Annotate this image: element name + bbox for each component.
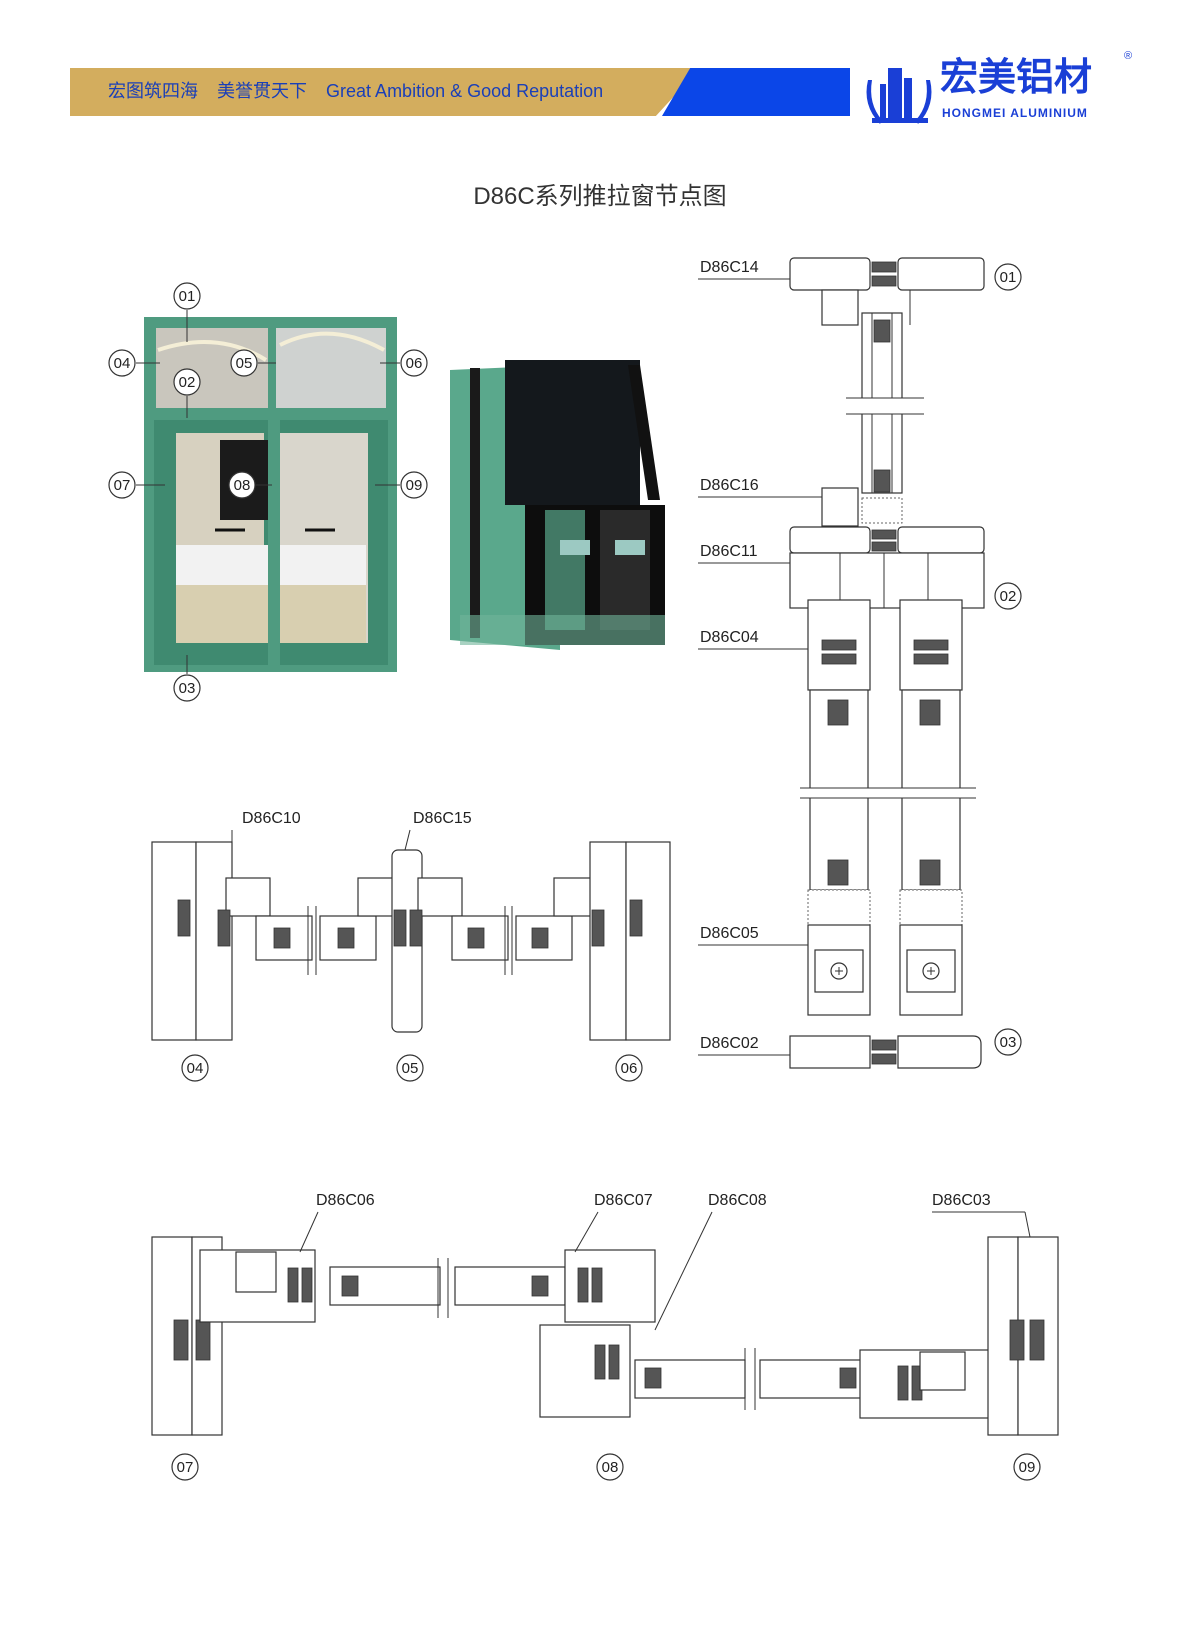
brand-name-cn: 宏美铝材 xyxy=(940,57,1093,99)
window-callout-05: 05 xyxy=(230,349,258,377)
window-callout-01: 01 xyxy=(173,282,201,310)
svg-text:08: 08 xyxy=(234,477,251,494)
window-callout-08: 08 xyxy=(228,471,256,499)
svg-text:01: 01 xyxy=(179,288,196,305)
svg-text:07: 07 xyxy=(114,477,131,494)
sash-callout-09: 09 xyxy=(1013,1453,1041,1481)
label-d86c05: D86C05 xyxy=(700,925,759,942)
registered-mark: ® xyxy=(1124,50,1133,62)
svg-text:08: 08 xyxy=(602,1459,619,1476)
svg-text:03: 03 xyxy=(1000,1034,1017,1051)
window-callout-04: 04 xyxy=(108,349,136,377)
svg-text:06: 06 xyxy=(406,355,423,372)
profile-3d-render xyxy=(450,360,665,650)
label-d86c14: D86C14 xyxy=(700,259,759,276)
label-d86c08: D86C08 xyxy=(708,1192,767,1209)
sash-callout-07: 07 xyxy=(171,1453,199,1481)
label-d86c04: D86C04 xyxy=(700,629,759,646)
svg-text:05: 05 xyxy=(402,1060,419,1077)
label-d86c03: D86C03 xyxy=(932,1192,991,1209)
slogan-text: 宏图筑四海 美誉贯天下 Great Ambition & Good Reputa… xyxy=(108,80,617,102)
svg-text:02: 02 xyxy=(179,374,196,391)
slogan-cn-2: 美誉贯天下 xyxy=(217,81,308,101)
window-callout-03: 03 xyxy=(173,674,201,702)
window-callout-07: 07 xyxy=(108,471,136,499)
sash-callout-08: 08 xyxy=(596,1453,624,1481)
label-d86c11: D86C11 xyxy=(700,543,758,560)
slogan-en: Great Ambition & Good Reputation xyxy=(326,81,604,101)
label-d86c15: D86C15 xyxy=(413,810,472,827)
sash-section-drawing xyxy=(151,1211,1059,1436)
window-callout-09: 09 xyxy=(400,471,428,499)
slogan-cn-1: 宏图筑四海 xyxy=(108,81,198,101)
vsection-callout-02: 02 xyxy=(994,582,1022,610)
svg-text:02: 02 xyxy=(1000,588,1017,605)
vsection-callout-03: 03 xyxy=(994,1028,1022,1056)
label-d86c16: D86C16 xyxy=(700,477,759,494)
page-title: D86C系列推拉窗节点图 xyxy=(473,183,727,210)
label-d86c06: D86C06 xyxy=(316,1192,375,1209)
window-callouts xyxy=(136,310,400,674)
window-callout-06: 06 xyxy=(400,349,428,377)
logo-emblem-icon xyxy=(866,68,932,124)
banner-blue-block xyxy=(662,68,850,116)
svg-text:09: 09 xyxy=(406,477,423,494)
svg-text:06: 06 xyxy=(621,1060,638,1077)
label-d86c10: D86C10 xyxy=(242,810,301,827)
transom-section-drawing xyxy=(151,829,671,1041)
svg-text:07: 07 xyxy=(177,1459,194,1476)
svg-text:04: 04 xyxy=(114,355,131,372)
transom-callout-04: 04 xyxy=(181,1054,209,1082)
vertical-section-drawing xyxy=(698,257,985,1069)
svg-text:04: 04 xyxy=(187,1060,204,1077)
label-d86c07: D86C07 xyxy=(594,1192,653,1209)
vsection-callout-01: 01 xyxy=(994,263,1022,291)
brand-name-en: HONGMEI ALUMINIUM xyxy=(942,106,1088,120)
window-callout-02: 02 xyxy=(173,368,201,396)
svg-text:03: 03 xyxy=(179,680,196,697)
transom-callout-05: 05 xyxy=(396,1054,424,1082)
transom-callout-06: 06 xyxy=(615,1054,643,1082)
svg-text:05: 05 xyxy=(236,355,253,372)
label-d86c02: D86C02 xyxy=(700,1035,759,1052)
slogan-banner xyxy=(70,68,700,116)
svg-text:01: 01 xyxy=(1000,269,1017,286)
svg-text:09: 09 xyxy=(1019,1459,1036,1476)
